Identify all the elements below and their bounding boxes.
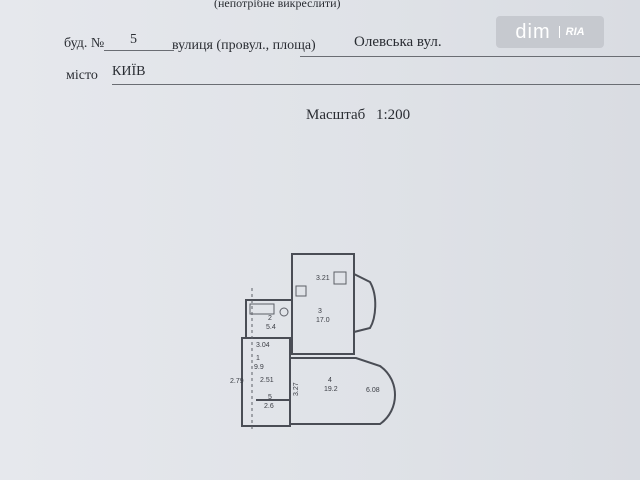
plan-walls (241, 253, 396, 427)
room-area: 19.2 (324, 386, 338, 393)
street-label: вулиця (провул., площа) (172, 38, 316, 53)
room-area: 2.6 (264, 403, 274, 410)
dim-label: 2.79 (230, 378, 244, 385)
toilet-fixture (279, 307, 289, 317)
room-number: 2 (268, 315, 272, 322)
room-4-walls (289, 357, 396, 425)
room-number: 4 (328, 377, 332, 384)
plan-fixtures (249, 271, 347, 430)
house-number: 5 (130, 32, 137, 47)
house-label: буд. № (64, 36, 105, 51)
room-number: 5 (268, 394, 272, 401)
scale-value: 1:200 (376, 107, 411, 123)
watermark-brand: dim (515, 20, 551, 43)
room-number: 3 (318, 308, 322, 315)
scale-label: Масштаб (306, 107, 366, 123)
room-area: 5.4 (266, 324, 276, 331)
balcony-walls (353, 273, 377, 333)
room-area: 17.0 (316, 317, 330, 324)
dim-label: 3.04 (256, 342, 270, 349)
city-line (112, 84, 640, 85)
room-number: 1 (256, 355, 260, 362)
dim-label: 3.27 (293, 382, 300, 396)
street-value: Олевська вул. (354, 34, 442, 50)
watermark-sub: RIA (558, 26, 585, 38)
sink-fixture (295, 285, 307, 297)
header-note: (непотрібне викреслити) (214, 0, 341, 10)
dim-label: 3.21 (316, 275, 330, 282)
watermark-logo: dim RIA (496, 16, 604, 48)
room-3-walls (291, 253, 355, 355)
dim-label: 6.08 (366, 387, 380, 394)
street-line (300, 56, 640, 57)
room-area: 9.9 (254, 364, 264, 371)
dim-label: 2.51 (260, 377, 274, 384)
bathtub-fixture (249, 303, 275, 315)
house-number-line (104, 50, 174, 51)
stove-fixture (333, 271, 347, 285)
city-label: місто (66, 68, 98, 83)
city-value: КИЇВ (112, 64, 146, 79)
